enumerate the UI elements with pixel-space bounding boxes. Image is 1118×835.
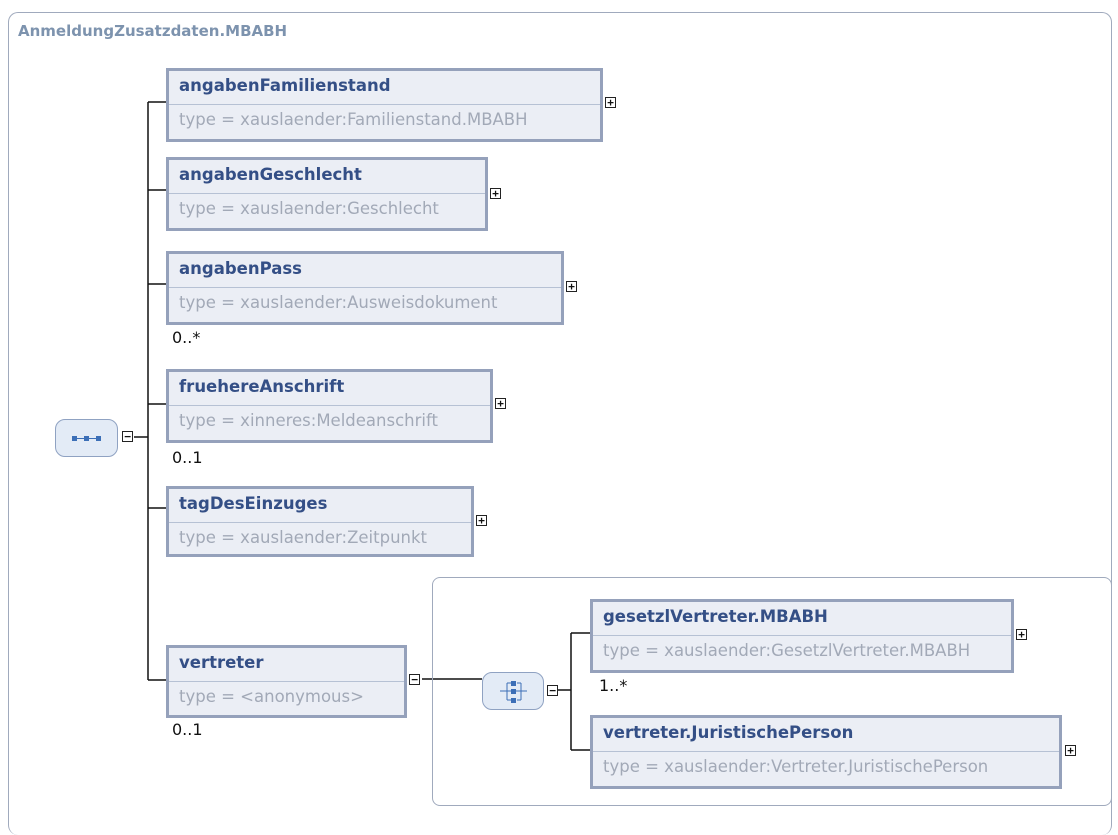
element-name: gesetzlVertreter.MBABH — [603, 607, 828, 626]
element-divider — [169, 104, 600, 105]
expand-fruehereAnschrift-button[interactable]: + — [495, 398, 506, 409]
collapse-choice-button[interactable]: − — [547, 685, 558, 696]
expand-tagDesEinzuges-button[interactable]: + — [476, 515, 487, 526]
element-type: type = xauslaender:GesetzlVertreter.MBAB… — [603, 641, 971, 660]
element-vertreter[interactable]: vertreter type = <anonymous> — [166, 645, 407, 718]
element-divider — [169, 287, 561, 288]
diagram-frame — [8, 12, 1112, 835]
element-divider — [593, 635, 1011, 636]
collapse-vertreter-button[interactable]: − — [409, 674, 420, 685]
expand-vertreter-JuristischePerson-button[interactable]: + — [1065, 745, 1076, 756]
collapse-sequence-button[interactable]: − — [122, 431, 133, 442]
choice-icon — [500, 681, 527, 703]
element-type: type = <anonymous> — [179, 687, 364, 706]
element-name: vertreter.JuristischePerson — [603, 723, 854, 742]
element-type: type = xinneres:Meldeanschrift — [179, 411, 438, 430]
element-divider — [169, 681, 404, 682]
element-name: angabenPass — [179, 259, 303, 278]
element-angabenFamilienstand[interactable]: angabenFamilienstand type = xauslaender:… — [166, 68, 603, 142]
choice-compositor[interactable] — [482, 672, 544, 710]
element-divider — [169, 522, 471, 523]
element-name: angabenGeschlecht — [179, 165, 362, 184]
cardinality-gesetzlVertreter: 1..* — [599, 676, 628, 695]
anonymous-type-container — [432, 577, 1112, 806]
sequence-icon — [72, 436, 101, 441]
element-type: type = xauslaender:Geschlecht — [179, 199, 439, 218]
element-divider — [169, 405, 490, 406]
diagram-title: AnmeldungZusatzdaten.MBABH — [18, 22, 288, 40]
element-divider — [169, 193, 485, 194]
element-name: vertreter — [179, 653, 264, 672]
element-type: type = xauslaender:Vertreter.Juristische… — [603, 757, 989, 776]
expand-gesetzlVertreter-button[interactable]: + — [1016, 629, 1027, 640]
cardinality-vertreter: 0..1 — [172, 720, 203, 739]
element-type: type = xauslaender:Familienstand.MBABH — [179, 110, 528, 129]
element-type: type = xauslaender:Ausweisdokument — [179, 293, 498, 312]
element-vertreter-JuristischePerson[interactable]: vertreter.JuristischePerson type = xausl… — [590, 715, 1062, 789]
element-divider — [593, 751, 1059, 752]
sequence-compositor[interactable] — [55, 419, 118, 457]
element-angabenGeschlecht[interactable]: angabenGeschlecht type = xauslaender:Ges… — [166, 157, 488, 231]
cardinality-fruehereAnschrift: 0..1 — [172, 448, 203, 467]
element-name: tagDesEinzuges — [179, 494, 328, 513]
element-gesetzlVertreter[interactable]: gesetzlVertreter.MBABH type = xauslaende… — [590, 599, 1014, 673]
cardinality-angabenPass: 0..* — [172, 328, 201, 347]
element-tagDesEinzuges[interactable]: tagDesEinzuges type = xauslaender:Zeitpu… — [166, 486, 474, 557]
element-name: angabenFamilienstand — [179, 76, 391, 95]
element-fruehereAnschrift[interactable]: fruehereAnschrift type = xinneres:Meldea… — [166, 369, 493, 443]
element-name: fruehereAnschrift — [179, 377, 345, 396]
expand-angabenPass-button[interactable]: + — [566, 281, 577, 292]
element-type: type = xauslaender:Zeitpunkt — [179, 528, 428, 547]
expand-angabenGeschlecht-button[interactable]: + — [490, 188, 501, 199]
element-angabenPass[interactable]: angabenPass type = xauslaender:Ausweisdo… — [166, 251, 564, 325]
expand-angabenFamilienstand-button[interactable]: + — [605, 97, 616, 108]
